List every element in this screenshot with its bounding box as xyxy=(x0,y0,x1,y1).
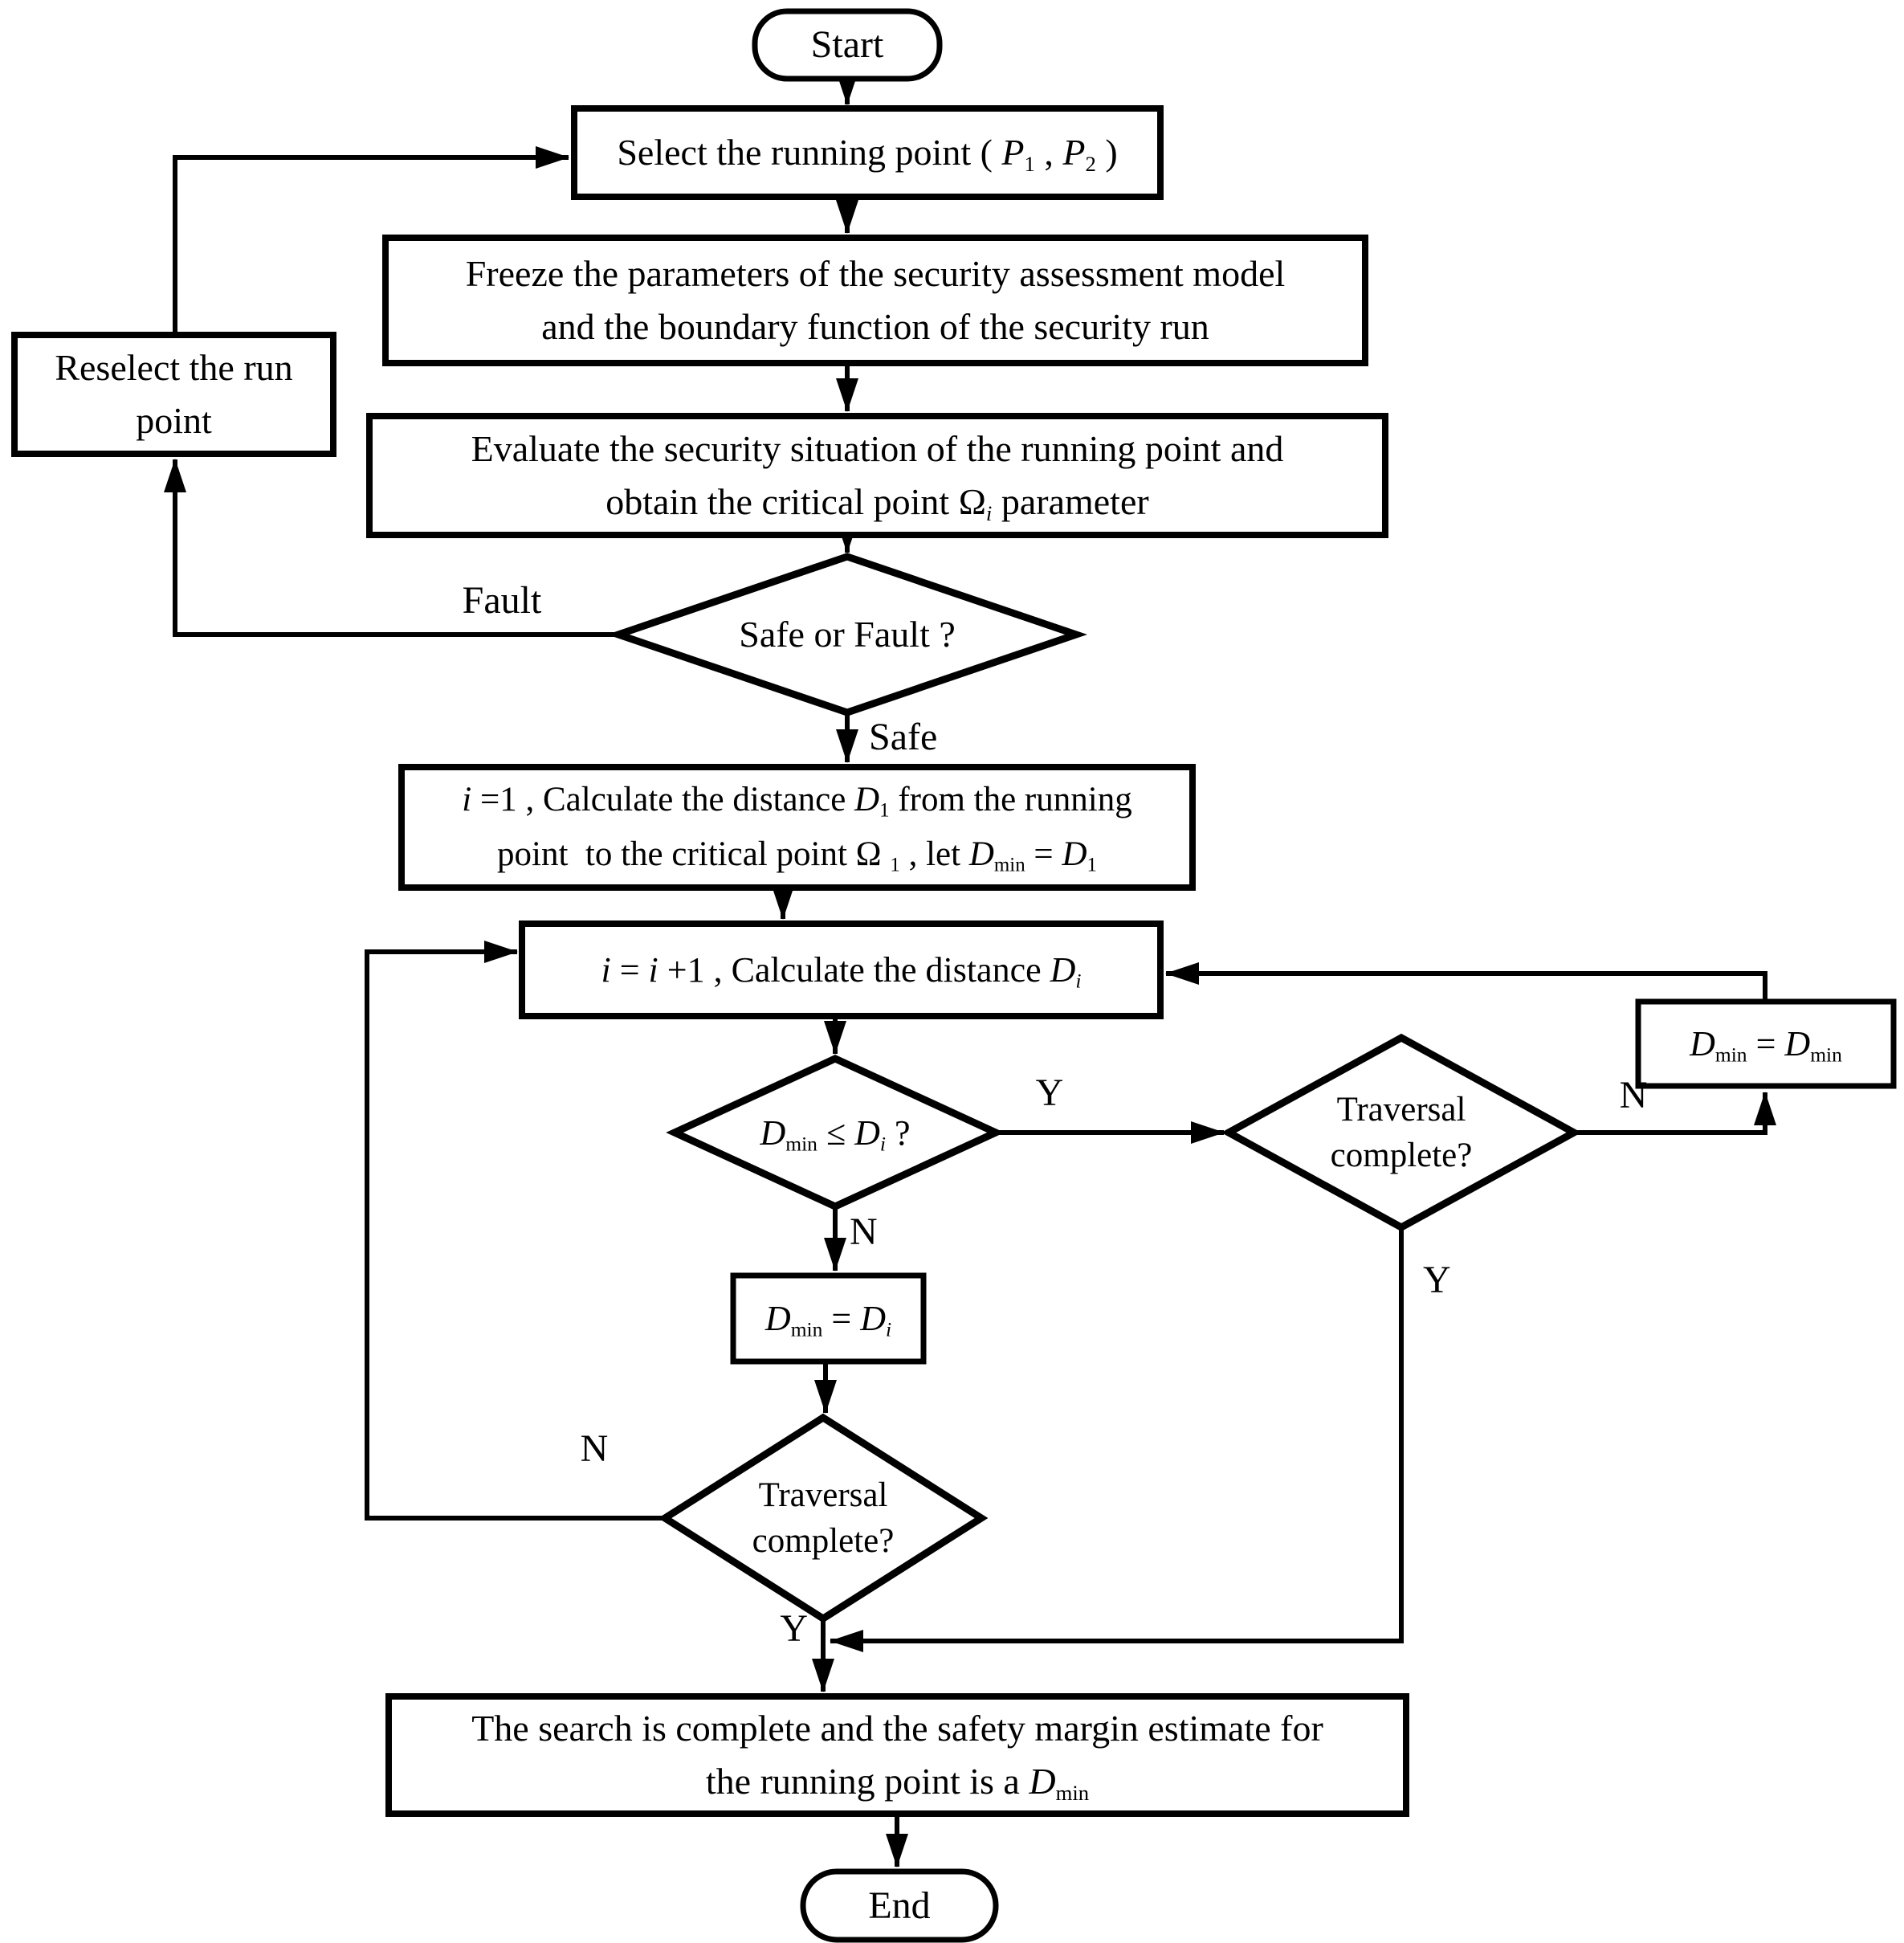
node-finish-summary: The search is complete and the safety ma… xyxy=(471,1708,1323,1805)
edge-label-safe: Safe xyxy=(869,716,938,758)
finish-box-shape xyxy=(385,1693,1409,1817)
edge-label-traversal-left-no: N xyxy=(580,1427,609,1470)
edge-traversalright-no xyxy=(1574,1092,1776,1135)
node-init-distance: i =1 , Calculate the distance D1 from th… xyxy=(462,781,1132,876)
node-end: End xyxy=(868,1884,931,1927)
freeze-box-shape xyxy=(382,235,1368,366)
keep-min-box-shape xyxy=(1635,998,1897,1089)
edge-label-traversal-left-yes: Y xyxy=(780,1607,808,1650)
node-start: Start xyxy=(810,23,884,66)
node-select-running-point: Select the running point ( P1 , P2 ) xyxy=(617,132,1118,176)
traversal-left-diamond-shape xyxy=(658,1413,989,1623)
increment-box-shape xyxy=(519,920,1164,1019)
node-freeze-parameters: Freeze the parameters of the security as… xyxy=(465,253,1286,347)
compare-diamond-shape xyxy=(666,1055,1005,1210)
select-box-shape xyxy=(571,105,1164,200)
start-terminator-shape xyxy=(752,8,943,82)
edge-label-traversal-right-no: N xyxy=(1619,1074,1648,1116)
end-terminator-shape xyxy=(800,1868,999,1943)
node-evaluate-security: Evaluate the security situation of the r… xyxy=(471,428,1284,525)
init-distance-box-shape xyxy=(398,764,1196,891)
node-compare-decision: Dmin ≤ Di ? xyxy=(760,1113,911,1156)
edge-reselect-select xyxy=(173,146,569,335)
edge-traversalright-yes xyxy=(830,1227,1404,1652)
edge-keepmin-increment xyxy=(1165,962,1767,1002)
node-increment-distance: i = i +1 , Calculate the distance Di xyxy=(601,949,1082,993)
node-safe-or-fault-decision: Safe or Fault ? xyxy=(739,614,956,655)
node-update-min: Dmin = Di xyxy=(764,1298,892,1341)
edge-fault-branch xyxy=(164,459,618,637)
edge-label-fault: Fault xyxy=(462,579,542,622)
safe-fault-diamond-shape xyxy=(607,553,1087,716)
traversal-right-diamond-shape xyxy=(1221,1033,1582,1232)
node-keep-min: Dmin = Dmin xyxy=(1690,1023,1842,1067)
reselect-box-shape xyxy=(11,332,336,457)
edge-label-compare-yes: Y xyxy=(1035,1072,1064,1114)
evaluate-box-shape xyxy=(366,413,1388,538)
edge-label-traversal-right-yes: Y xyxy=(1423,1259,1451,1301)
update-min-box-shape xyxy=(730,1272,927,1365)
edge-label-compare-no: N xyxy=(850,1210,878,1253)
edge-traversalleft-no-loop xyxy=(365,941,665,1521)
